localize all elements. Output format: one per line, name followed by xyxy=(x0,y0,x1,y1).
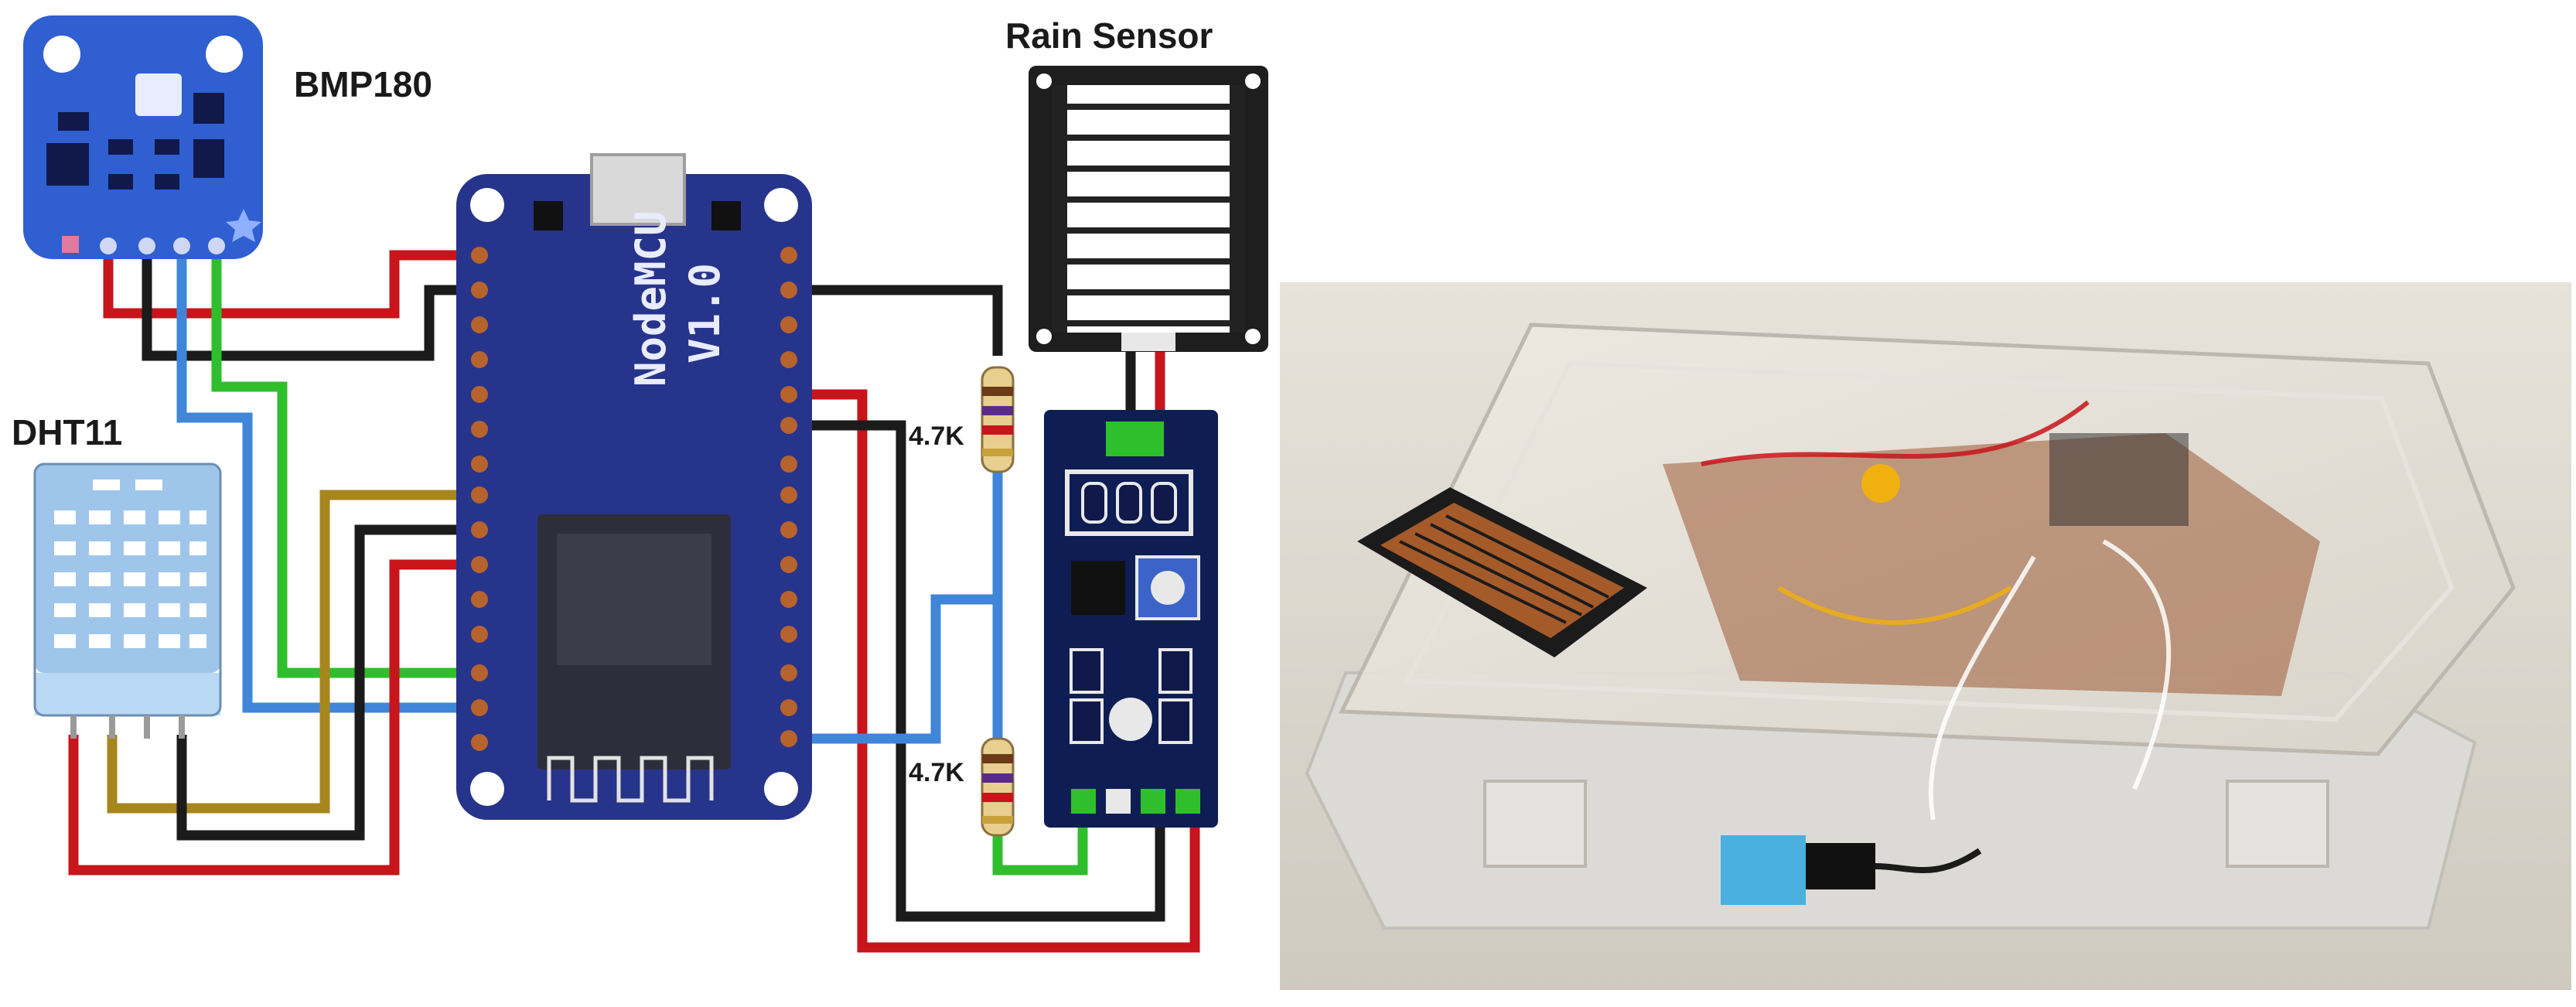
wiring-diagram: BMP180 xyxy=(12,15,1268,953)
internal-circuit xyxy=(1663,433,2320,696)
rain-sensor-probe xyxy=(1029,66,1268,352)
bmp180-label: BMP180 xyxy=(294,64,432,104)
bmp180-module xyxy=(23,15,263,259)
mcu-name: NodeMCU xyxy=(626,210,675,387)
dht11-grille xyxy=(54,480,206,648)
enclosure-photo xyxy=(1280,282,2571,990)
wire-dht-vcc-red xyxy=(68,559,479,876)
dht11-sensor xyxy=(33,463,222,739)
wire-bmp-vin-red xyxy=(103,247,479,319)
photo-rain-probe xyxy=(1357,487,1647,657)
wire-rain-ao-green xyxy=(992,808,1088,876)
wire-dht-data-gold xyxy=(107,490,479,814)
nodemcu-pins-right xyxy=(780,247,797,747)
photo-dht11 xyxy=(1721,835,1982,905)
resistor-top-label: 4.7K xyxy=(909,422,964,451)
dht11-label: DHT11 xyxy=(12,412,122,452)
rain-sensor-module xyxy=(1044,410,1218,828)
wire-rain-vcc-red xyxy=(800,389,1200,953)
wire-rain-d0-black xyxy=(800,285,1003,356)
wire-dht-gnd-black xyxy=(176,524,479,841)
mcu-version: V1.0 xyxy=(681,263,729,364)
star-icon xyxy=(226,209,261,242)
wire-bmp-sda-green xyxy=(211,247,479,678)
wire-rain-a0-blue xyxy=(800,594,1003,744)
resistor-top xyxy=(981,366,1015,473)
wifi-antenna-trace xyxy=(547,756,714,803)
resistor-bottom xyxy=(981,737,1015,837)
nodemcu-pins-left xyxy=(471,247,488,751)
rain-sensor-label: Rain Sensor xyxy=(1005,15,1213,56)
resistor-bottom-label: 4.7K xyxy=(909,758,964,787)
yellow-label xyxy=(1861,464,1900,503)
dht11-pins xyxy=(70,715,185,739)
wire-bmp-gnd-black xyxy=(142,247,479,361)
nodemcu-board: NodeMCU V1.0 xyxy=(456,153,812,820)
wire-rain-gnd-black xyxy=(800,420,1165,922)
rain-module-pins xyxy=(1071,789,1200,814)
